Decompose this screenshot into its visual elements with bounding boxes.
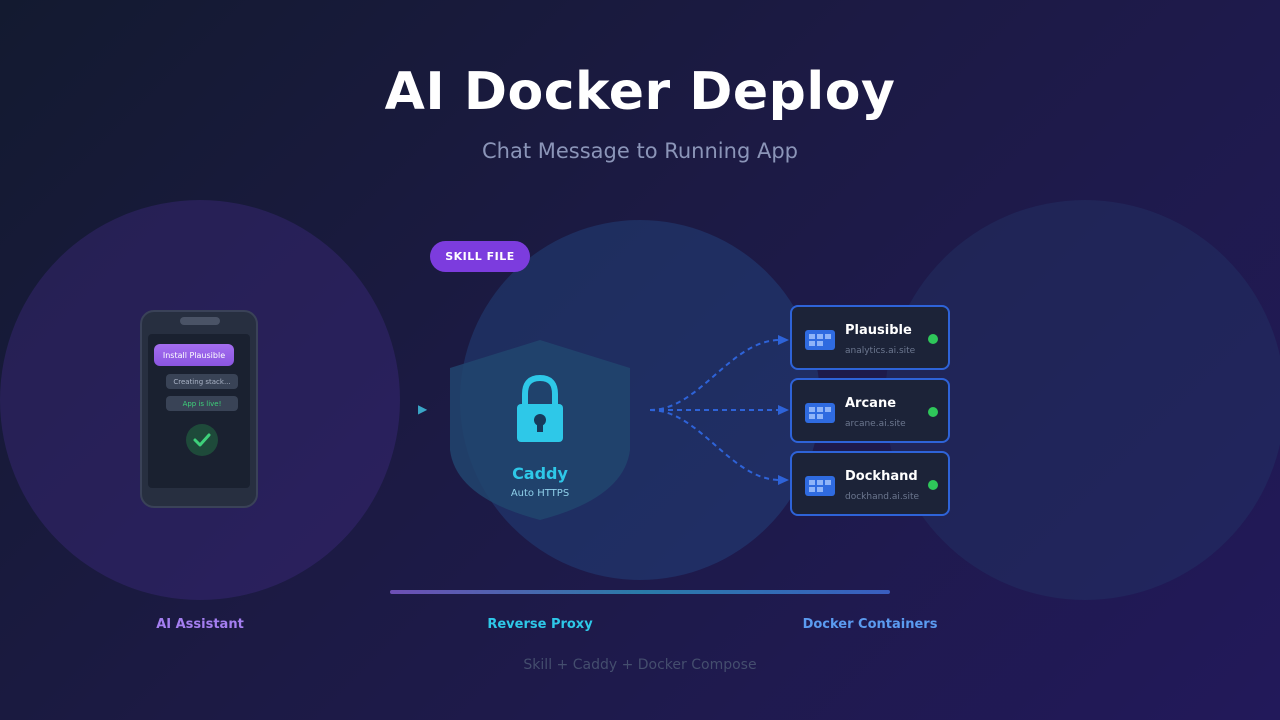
container-name: Plausible: [845, 323, 912, 338]
progress-line: [390, 590, 890, 594]
bot-chat-message-success: App is live!: [166, 396, 238, 411]
shield-icon: [450, 340, 630, 520]
label-docker-containers: Docker Containers: [802, 617, 938, 632]
container-card-arcane: Arcane arcane.ai.site: [790, 378, 950, 443]
container-card-plausible: Plausible analytics.ai.site: [790, 305, 950, 370]
container-icon: [805, 330, 835, 350]
bot-chat-message: Creating stack...: [166, 374, 238, 389]
container-name: Arcane: [845, 396, 897, 411]
status-dot: [928, 334, 938, 344]
page-subtitle: Chat Message to Running App: [482, 139, 798, 163]
container-icon: [805, 476, 835, 496]
proxy-name: Caddy: [512, 464, 568, 483]
label-reverse-proxy: Reverse Proxy: [487, 617, 593, 632]
flow-line-bottom: [649, 409, 781, 481]
arrowhead-middle: [778, 405, 789, 415]
check-icon: [186, 424, 218, 456]
container-url: analytics.ai.site: [845, 346, 916, 356]
arrowhead-bottom: [778, 475, 789, 485]
label-ai-assistant: AI Assistant: [156, 617, 244, 632]
container-card-dockhand: Dockhand dockhand.ai.site: [790, 451, 950, 516]
arrow-right-icon: ▶: [418, 402, 428, 416]
container-url: dockhand.ai.site: [845, 492, 920, 502]
footer-caption: Skill + Caddy + Docker Compose: [523, 657, 757, 673]
background-glow-right: [885, 200, 1280, 600]
status-dot: [928, 407, 938, 417]
flow-line-top: [649, 339, 781, 411]
phone-screen: Install Plausible Creating stack... App …: [148, 334, 250, 488]
arrowhead-top: [778, 335, 789, 345]
status-dot: [928, 480, 938, 490]
skill-file-badge: SKILL FILE: [430, 241, 530, 272]
phone-mockup: Install Plausible Creating stack... App …: [140, 310, 258, 508]
phone-notch: [180, 317, 220, 325]
lock-icon: [517, 374, 563, 442]
container-url: arcane.ai.site: [845, 419, 906, 429]
container-name: Dockhand: [845, 469, 918, 484]
flow-connectors: [649, 335, 789, 485]
proxy-subtitle: Auto HTTPS: [510, 488, 570, 499]
user-chat-message: Install Plausible: [154, 344, 234, 366]
page-title: AI Docker Deploy: [384, 62, 896, 122]
container-icon: [805, 403, 835, 423]
